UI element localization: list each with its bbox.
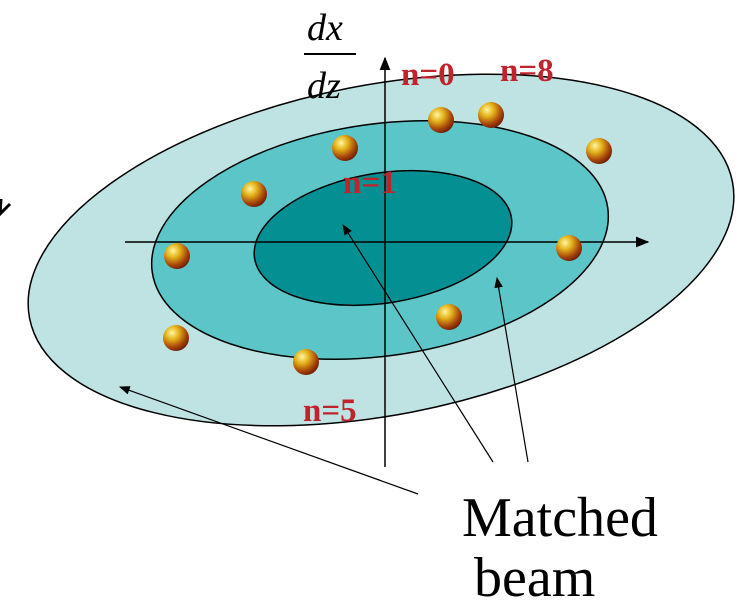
y-axis-label: dx dz xyxy=(304,7,356,107)
turn-labels: n=0 n=8 n=1 n=5 xyxy=(303,53,554,429)
particle-icon xyxy=(163,325,189,351)
label-n1: n=1 xyxy=(343,165,397,201)
particle-icon xyxy=(556,235,582,261)
y-axis-denominator: dz xyxy=(307,65,341,107)
particle-icon xyxy=(164,243,190,269)
caption-beam: beam xyxy=(474,547,595,601)
caption-pointers xyxy=(118,224,529,495)
particle-icon xyxy=(332,135,358,161)
pointer-inner xyxy=(342,224,494,463)
particle-icon xyxy=(241,181,267,207)
particle-icon xyxy=(436,304,462,330)
label-n0: n=0 xyxy=(401,57,455,93)
label-n8: n=8 xyxy=(500,53,554,89)
phase-ellipses xyxy=(27,73,735,427)
particle-icon xyxy=(478,102,504,128)
edge-stroke xyxy=(0,198,12,217)
particle-icon xyxy=(428,107,454,133)
pointer-middle xyxy=(494,276,529,463)
particle-icon xyxy=(293,349,319,375)
inner-ellipse xyxy=(253,169,513,307)
caption-matched: Matched xyxy=(462,487,658,549)
particles xyxy=(163,102,612,375)
label-n5: n=5 xyxy=(303,393,357,429)
pointer-outer xyxy=(118,386,419,495)
y-axis-numerator: dx xyxy=(307,7,343,49)
particle-icon xyxy=(586,138,612,164)
caption: Matched beam xyxy=(462,487,658,601)
